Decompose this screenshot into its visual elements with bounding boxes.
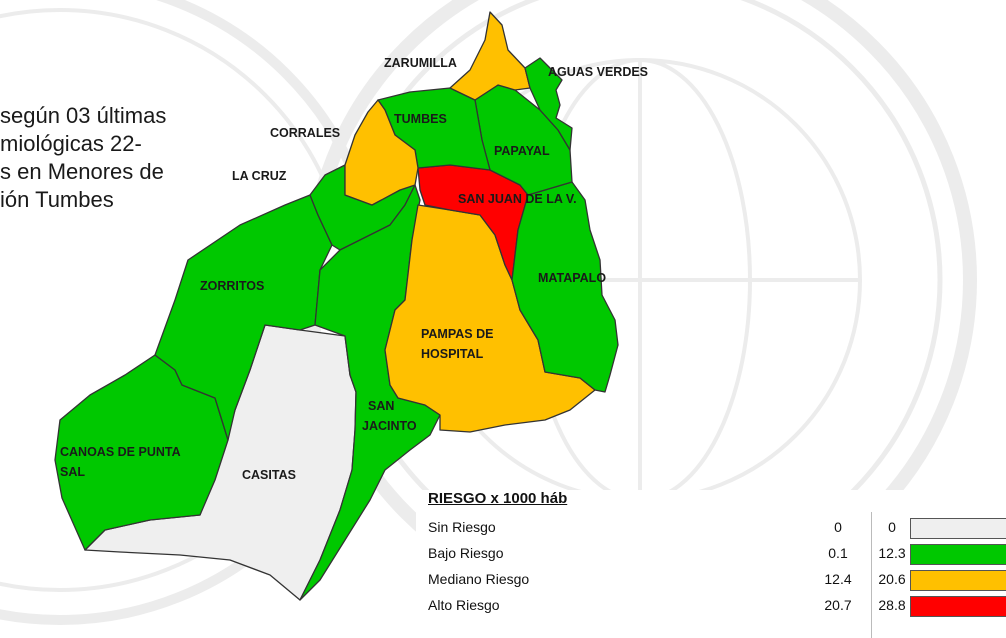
- label-canoas-line-2: SAL: [60, 465, 85, 479]
- label-pampas-line-2: HOSPITAL: [421, 347, 484, 361]
- legend-row-low: 20.7: [824, 597, 852, 613]
- label-la-cruz: LA CRUZ: [232, 169, 287, 183]
- label-tumbes: TUMBES: [394, 112, 447, 126]
- district-zarumilla[interactable]: [449, 11, 531, 101]
- legend-divider: [871, 512, 872, 638]
- legend-row-alto-riesgo: Alto Riesgo 20.7 28.8: [416, 594, 1006, 618]
- legend-row-name: Mediano Riesgo: [428, 571, 530, 587]
- legend-row-mediano-riesgo: Mediano Riesgo 12.4 20.6: [416, 568, 1006, 592]
- legend-row-low: 0.1: [828, 545, 848, 561]
- legend-row-high: 28.8: [878, 597, 906, 613]
- legend-row-high: 20.6: [878, 571, 906, 587]
- legend-row-bajo-riesgo: Bajo Riesgo 0.1 12.3: [416, 542, 1006, 566]
- district-matapalo[interactable]: [511, 181, 619, 393]
- legend-row-name: Bajo Riesgo: [428, 545, 504, 561]
- title-line-3: s en Menores de: [0, 159, 164, 184]
- label-aguas-verdes: AGUAS VERDES: [548, 65, 648, 79]
- label-casitas: CASITAS: [242, 468, 296, 482]
- label-papayal: PAPAYAL: [494, 144, 550, 158]
- title-line-4: ión Tumbes: [0, 187, 114, 212]
- label-san-jacinto-line-1: SAN: [368, 399, 394, 413]
- title-line-2: miológicas 22-: [0, 131, 142, 156]
- legend-row-high: 0: [888, 519, 896, 535]
- label-san-juan: SAN JUAN DE LA V.: [458, 192, 577, 206]
- district-aguas-verdes[interactable]: [524, 57, 573, 151]
- legend-row-name: Alto Riesgo: [428, 597, 500, 613]
- legend-row-low: 12.4: [824, 571, 852, 587]
- legend-swatch-bajo-riesgo: [910, 544, 1006, 565]
- label-zarumilla: ZARUMILLA: [384, 56, 457, 70]
- district-corrales[interactable]: [344, 99, 419, 206]
- label-canoas-line-1: CANOAS DE PUNTA: [60, 445, 181, 459]
- legend-swatch-mediano-riesgo: [910, 570, 1006, 591]
- district-canoas[interactable]: [54, 354, 229, 551]
- legend-row-sin-riesgo: Sin Riesgo 0 0: [416, 516, 1006, 540]
- label-pampas-line-1: PAMPAS DE: [421, 327, 493, 341]
- label-corrales: CORRALES: [270, 126, 340, 140]
- legend-swatch-sin-riesgo: [910, 518, 1006, 539]
- title-line-1: según 03 últimas: [0, 103, 167, 128]
- legend-row-high: 12.3: [878, 545, 906, 561]
- legend-swatch-alto-riesgo: [910, 596, 1006, 617]
- legend-row-name: Sin Riesgo: [428, 519, 496, 535]
- label-san-jacinto-line-2: JACINTO: [362, 419, 417, 433]
- label-zorritos: ZORRITOS: [200, 279, 264, 293]
- legend-title: RIESGO x 1000 háb: [428, 490, 568, 507]
- legend-row-low: 0: [834, 519, 842, 535]
- label-matapalo: MATAPALO: [538, 271, 606, 285]
- risk-legend: RIESGO x 1000 háb Sin Riesgo 0 0 Bajo Ri…: [416, 490, 1006, 638]
